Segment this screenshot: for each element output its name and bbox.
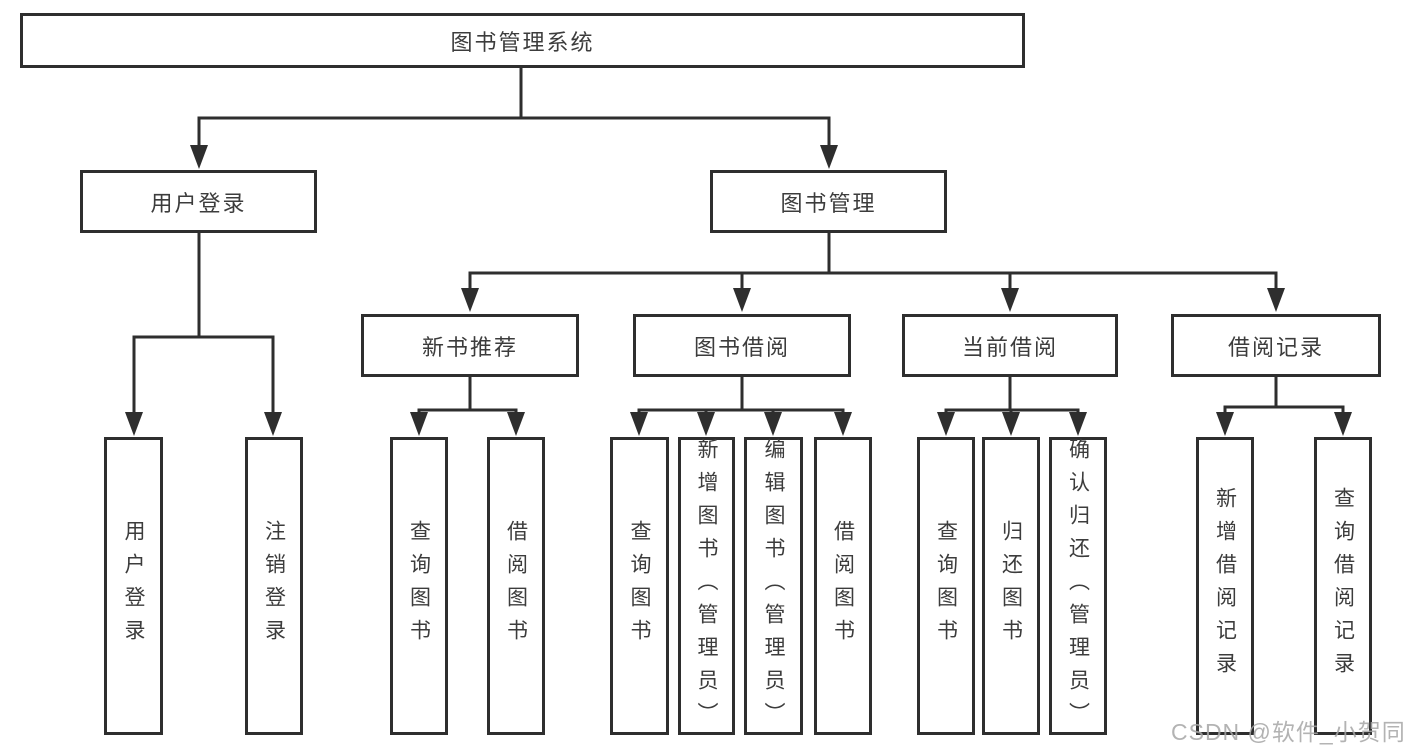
node-leaf-add-book-admin-label: 新增图书（管理员） xyxy=(695,437,718,735)
arrow-head xyxy=(125,412,143,436)
node-current-borrow: 当前借阅 xyxy=(902,314,1118,377)
node-leaf-query-borrow-record-label: 查询借阅记录 xyxy=(1331,487,1355,685)
node-leaf-user-login-label: 用户登录 xyxy=(122,520,145,652)
node-leaf-add-borrow-record: 新增借阅记录 xyxy=(1196,437,1254,735)
node-leaf-user-login: 用户登录 xyxy=(104,437,163,735)
arrow-head xyxy=(937,412,955,436)
node-leaf-logout: 注销登录 xyxy=(245,437,303,735)
arrow-head xyxy=(1069,412,1087,436)
node-book-borrow-label: 图书借阅 xyxy=(693,334,790,360)
arrow-head xyxy=(264,412,282,436)
node-leaf-return-book: 归还图书 xyxy=(982,437,1040,735)
node-leaf-confirm-return-admin-label: 确认归还（管理员） xyxy=(1066,437,1090,735)
arrow-head xyxy=(410,412,428,436)
node-leaf-borrow-book-2-label: 借阅图书 xyxy=(831,520,855,652)
node-leaf-edit-book-admin-label: 编辑图书（管理员） xyxy=(762,437,785,735)
node-leaf-query-book-3: 查询图书 xyxy=(917,437,975,735)
arrow-head xyxy=(507,412,525,436)
node-new-book-recommend: 新书推荐 xyxy=(361,314,579,377)
arrow-head xyxy=(630,412,648,436)
node-leaf-edit-book-admin: 编辑图书（管理员） xyxy=(744,437,803,735)
node-leaf-borrow-book-1: 借阅图书 xyxy=(487,437,545,735)
arrow-head xyxy=(820,145,838,169)
csdn-watermark: CSDN @软件_小贺同学 xyxy=(1171,719,1405,745)
arrow-head xyxy=(190,145,208,169)
node-leaf-query-book-1-label: 查询图书 xyxy=(407,520,431,652)
node-borrow-record-label: 借阅记录 xyxy=(1227,334,1324,360)
arrow-head xyxy=(1216,412,1234,436)
arrow-head xyxy=(697,412,715,436)
node-root-label: 图书管理系统 xyxy=(450,29,595,55)
arrow-head xyxy=(461,288,479,312)
arrow-head xyxy=(733,288,751,312)
node-new-book-recommend-label: 新书推荐 xyxy=(421,334,518,360)
arrow-head xyxy=(834,412,852,436)
arrow-head xyxy=(1267,288,1285,312)
arrow-head xyxy=(1001,288,1019,312)
node-leaf-add-borrow-record-label: 新增借阅记录 xyxy=(1213,487,1237,685)
node-leaf-query-book-2: 查询图书 xyxy=(610,437,669,735)
node-current-borrow-label: 当前借阅 xyxy=(961,334,1058,360)
node-user-login-label: 用户登录 xyxy=(150,190,247,216)
node-leaf-query-book-3-label: 查询图书 xyxy=(934,520,958,652)
node-leaf-borrow-book-1-label: 借阅图书 xyxy=(504,520,528,652)
node-user-login: 用户登录 xyxy=(80,170,317,233)
node-borrow-record: 借阅记录 xyxy=(1171,314,1381,377)
arrow-head xyxy=(1002,412,1020,436)
node-leaf-query-book-2-label: 查询图书 xyxy=(628,520,651,652)
node-leaf-query-borrow-record: 查询借阅记录 xyxy=(1314,437,1372,735)
node-leaf-query-book-1: 查询图书 xyxy=(390,437,448,735)
node-root: 图书管理系统 xyxy=(20,13,1025,68)
node-leaf-logout-label: 注销登录 xyxy=(262,520,286,652)
node-leaf-add-book-admin: 新增图书（管理员） xyxy=(678,437,735,735)
node-leaf-confirm-return-admin: 确认归还（管理员） xyxy=(1049,437,1107,735)
node-book-borrow: 图书借阅 xyxy=(633,314,851,377)
arrow-head xyxy=(764,412,782,436)
arrow-head xyxy=(1334,412,1352,436)
node-book-management: 图书管理 xyxy=(710,170,947,233)
node-leaf-return-book-label: 归还图书 xyxy=(999,520,1023,652)
node-leaf-borrow-book-2: 借阅图书 xyxy=(814,437,872,735)
node-book-management-label: 图书管理 xyxy=(780,190,877,216)
